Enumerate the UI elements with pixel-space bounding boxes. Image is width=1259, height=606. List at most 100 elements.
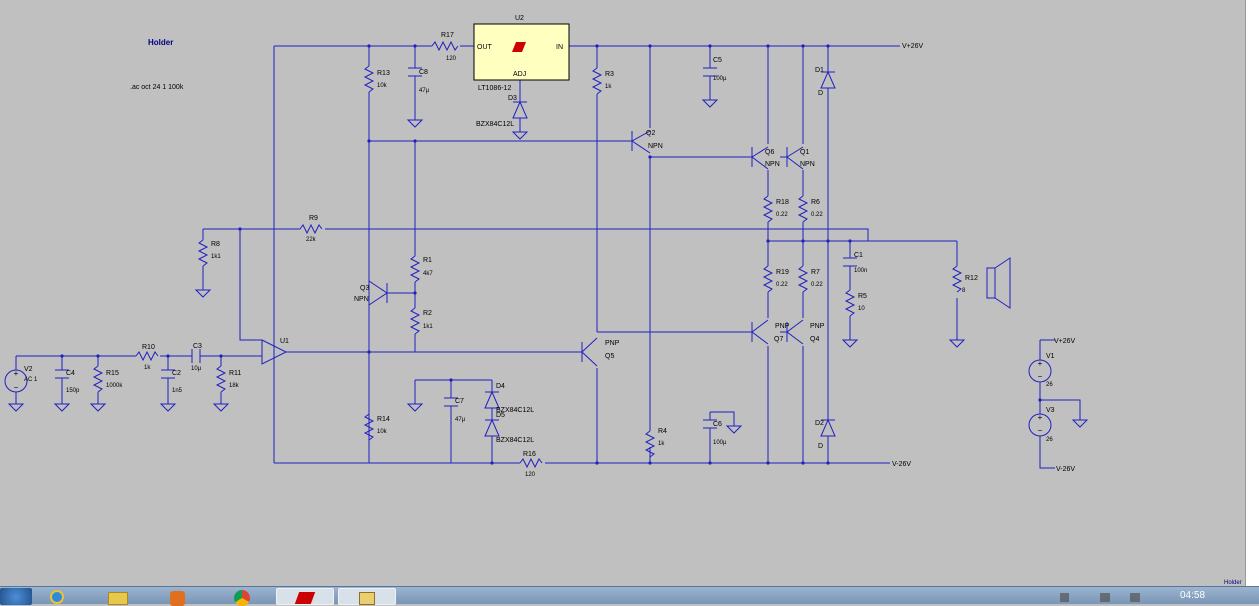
r3-value[interactable]: 1k: [605, 84, 612, 90]
r5-value[interactable]: 10: [858, 306, 865, 312]
c7-ref[interactable]: C7: [455, 398, 464, 405]
c4-ref[interactable]: C4: [66, 370, 75, 377]
u2-ref[interactable]: U2: [515, 15, 524, 22]
u2-pin-adj[interactable]: ADJ: [513, 71, 526, 78]
c1-ref[interactable]: C1: [854, 252, 863, 259]
c3-value[interactable]: 10µ: [191, 366, 202, 372]
v2-ref[interactable]: V2: [24, 366, 33, 373]
q2-type[interactable]: NPN: [648, 143, 663, 150]
r18-value[interactable]: 0.22: [776, 212, 788, 218]
r11-ref[interactable]: R11: [229, 370, 241, 377]
r19-value[interactable]: 0.22: [776, 282, 788, 288]
net-vpos-supply-label[interactable]: V+26V: [1054, 338, 1076, 345]
r1-ref[interactable]: R1: [423, 257, 432, 264]
v1-ref[interactable]: V1: [1046, 353, 1055, 360]
d2-ref[interactable]: D2: [815, 420, 824, 427]
q6-type[interactable]: NPN: [765, 161, 780, 168]
r17-ref[interactable]: R17: [441, 32, 454, 39]
q3-type[interactable]: NPN: [354, 296, 369, 303]
directive-text[interactable]: .ac oct 24 1 100k: [130, 84, 184, 91]
q3-ref[interactable]: Q3: [360, 285, 369, 292]
v3-ref[interactable]: V3: [1046, 407, 1055, 414]
r8-value[interactable]: 1k1: [211, 254, 221, 260]
r17-value[interactable]: 120: [446, 56, 457, 62]
c7-value[interactable]: 47µ: [455, 417, 466, 423]
tray-flag-icon[interactable]: [1060, 593, 1069, 602]
taskbar-app-ltspice[interactable]: [276, 588, 334, 605]
taskbar-app-chrome[interactable]: [216, 588, 268, 606]
d2-part[interactable]: D: [818, 443, 823, 450]
q2-ref[interactable]: Q2: [646, 130, 655, 137]
d4-ref[interactable]: D4: [496, 383, 505, 390]
r14-ref[interactable]: R14: [377, 416, 390, 423]
start-button[interactable]: [0, 588, 32, 605]
r12-value[interactable]: 8: [962, 288, 966, 294]
c3-ref[interactable]: C3: [193, 343, 202, 350]
r2-ref[interactable]: R2: [423, 310, 432, 317]
r5-ref[interactable]: R5: [858, 293, 867, 300]
taskbar-app-explorer[interactable]: [96, 588, 140, 605]
r7-value[interactable]: 0.22: [811, 282, 823, 288]
r10-ref[interactable]: R10: [142, 344, 155, 351]
r19-ref[interactable]: R19: [776, 269, 789, 276]
r14-value[interactable]: 10k: [377, 429, 388, 435]
q4-type[interactable]: PNP: [810, 323, 825, 330]
r9-ref[interactable]: R9: [309, 215, 318, 222]
q7-ref[interactable]: Q7: [774, 336, 783, 343]
c1-value[interactable]: 100n: [854, 268, 867, 274]
c4-value[interactable]: 150p: [66, 388, 80, 394]
r8-ref[interactable]: R8: [211, 241, 220, 248]
u2-pin-out[interactable]: OUT: [477, 44, 493, 51]
r6-value[interactable]: 0.22: [811, 212, 823, 218]
r9-value[interactable]: 22k: [306, 237, 317, 243]
clock[interactable]: 04:58: [1180, 590, 1206, 601]
taskbar-app-media[interactable]: [156, 588, 200, 606]
q5-ref[interactable]: Q5: [605, 353, 614, 360]
r16-value[interactable]: 120: [525, 472, 536, 478]
c2-ref[interactable]: C2: [172, 370, 181, 377]
v2-value[interactable]: AC 1: [24, 377, 38, 383]
tray-icons[interactable]: [1060, 591, 1160, 603]
r4-value[interactable]: 1k: [658, 441, 665, 447]
d1-ref[interactable]: D1: [815, 67, 824, 74]
net-vpos-label[interactable]: V+26V: [902, 43, 924, 50]
r11-value[interactable]: 18k: [229, 383, 240, 389]
u2-part[interactable]: LT1086-12: [478, 85, 511, 92]
r15-ref[interactable]: R15: [106, 370, 119, 377]
r15-value[interactable]: 1000k: [106, 383, 123, 389]
d5-ref[interactable]: D5: [496, 412, 505, 419]
tray-network-icon[interactable]: [1100, 593, 1110, 602]
r12-ref[interactable]: R12: [965, 275, 978, 282]
q5-type[interactable]: PNP: [605, 340, 620, 347]
c5-value[interactable]: 100µ: [713, 76, 727, 82]
r3-ref[interactable]: R3: [605, 71, 614, 78]
r7-ref[interactable]: R7: [811, 269, 820, 276]
q1-ref[interactable]: Q1: [800, 149, 809, 156]
d1-part[interactable]: D: [818, 90, 823, 97]
c8-ref[interactable]: C8: [419, 69, 428, 76]
r4-ref[interactable]: R4: [658, 428, 667, 435]
c6-value[interactable]: 100µ: [713, 440, 727, 446]
c8-value[interactable]: 47µ: [419, 88, 430, 94]
q1-type[interactable]: NPN: [800, 161, 815, 168]
r13-value[interactable]: 10k: [377, 83, 388, 89]
c6-ref[interactable]: C6: [713, 421, 722, 428]
tray-volume-icon[interactable]: [1130, 593, 1140, 602]
c5-ref[interactable]: C5: [713, 57, 722, 64]
v3-value[interactable]: 26: [1046, 437, 1053, 443]
d4-part[interactable]: BZX84C12L: [496, 407, 534, 414]
v1-value[interactable]: 26: [1046, 382, 1053, 388]
d5-part[interactable]: BZX84C12L: [496, 437, 534, 444]
r13-ref[interactable]: R13: [377, 70, 390, 77]
net-vneg-label[interactable]: V-26V: [892, 461, 911, 468]
r16-ref[interactable]: R16: [523, 451, 536, 458]
r10-value[interactable]: 1k: [144, 365, 151, 371]
r2-value[interactable]: 1k1: [423, 324, 433, 330]
q7-type[interactable]: PNP: [775, 323, 790, 330]
taskbar-app-paint[interactable]: [338, 588, 396, 605]
r18-ref[interactable]: R18: [776, 199, 789, 206]
taskbar-app-ie[interactable]: [36, 588, 80, 605]
q4-ref[interactable]: Q4: [810, 336, 819, 343]
r1-value[interactable]: 4k7: [423, 271, 433, 277]
u1-ref[interactable]: U1: [280, 338, 289, 345]
